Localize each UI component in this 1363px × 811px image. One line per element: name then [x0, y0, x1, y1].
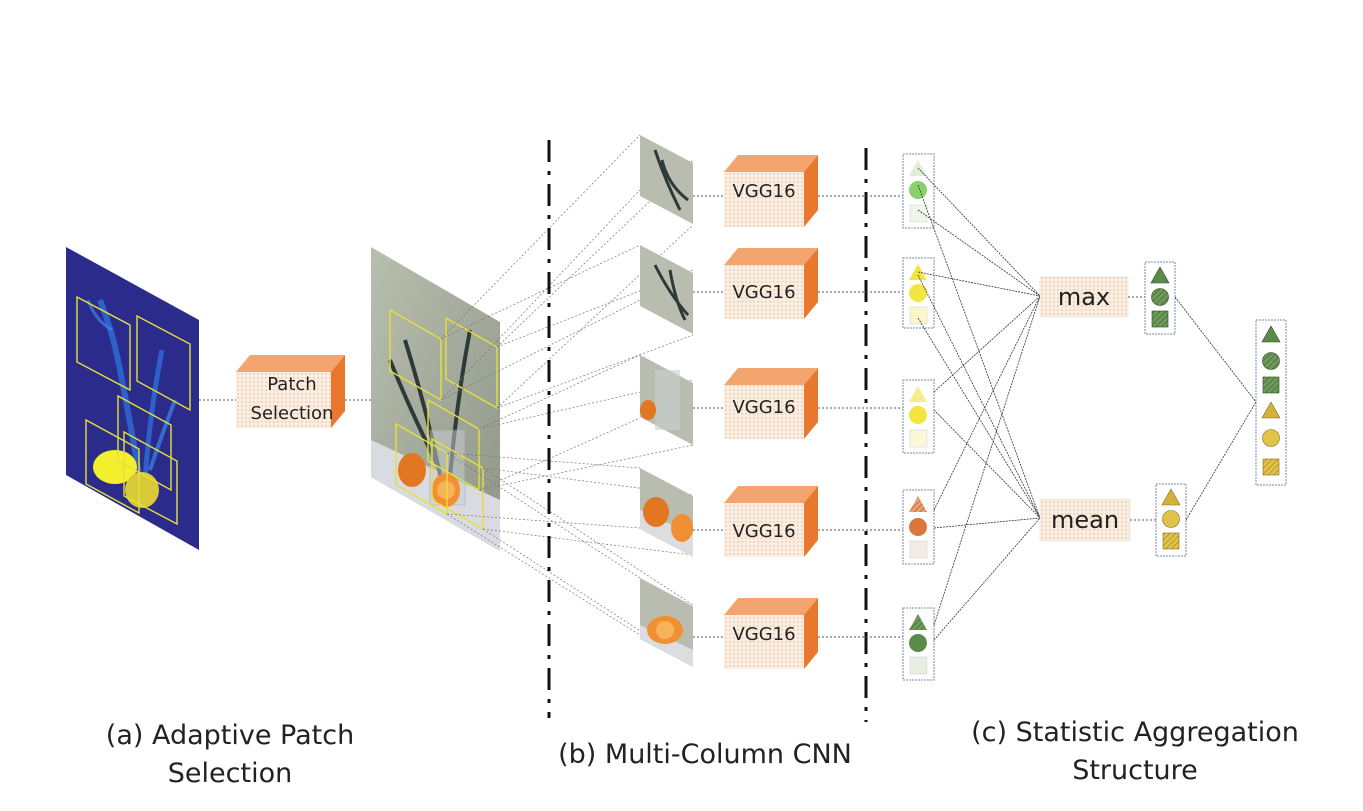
max-output-vector — [1144, 261, 1176, 335]
caption-b-line1: (b) Multi-Column CNN — [558, 739, 852, 770]
mean-box: mean — [1039, 498, 1131, 542]
vgg16-box — [724, 385, 804, 439]
caption-c-line2: Structure — [1072, 755, 1198, 786]
vgg16-label: VGG16 — [732, 624, 795, 645]
column-1: VGG16 — [640, 135, 818, 227]
column-connectors — [693, 195, 903, 638]
caption-c: (c) Statistic Aggregation Structure — [955, 714, 1315, 790]
feature-vector — [902, 257, 935, 329]
vgg16-label: VGG16 — [732, 181, 795, 202]
caption-a-line1: (a) Adaptive Patch — [105, 720, 355, 751]
caption-c-line1: (c) Statistic Aggregation — [971, 717, 1299, 748]
vgg16-label: VGG16 — [732, 397, 795, 418]
column-4: VGG16 — [640, 468, 818, 557]
feature-vector — [902, 489, 935, 565]
column-2: VGG16 — [640, 245, 818, 334]
column-5: VGG16 — [640, 578, 818, 669]
aggregation-lines — [917, 167, 1041, 641]
patch-selection-box: Patch Selection — [236, 355, 345, 428]
vgg16-box — [724, 265, 804, 319]
caption-a: (a) Adaptive Patch Selection — [80, 717, 380, 793]
feature-vectors — [902, 153, 935, 681]
saliency-map — [66, 247, 199, 550]
final-feature-vector — [1255, 319, 1287, 486]
vgg16-label: VGG16 — [732, 282, 795, 303]
vgg16-box — [724, 172, 804, 227]
vgg16-label: VGG16 — [732, 521, 795, 542]
feature-vector — [902, 379, 935, 454]
vgg16-box — [724, 503, 804, 557]
patch-selection-label-line1: Patch — [267, 374, 316, 395]
mean-output-vector — [1155, 483, 1187, 557]
max-box: max — [1039, 276, 1129, 318]
mean-label: mean — [1051, 506, 1119, 534]
caption-a-line2: Selection — [167, 758, 293, 789]
patch-selection-label-line2: Selection — [251, 403, 334, 424]
feature-vector — [902, 607, 935, 681]
cnn-columns: VGG16 VGG16 VGG16 — [640, 135, 818, 669]
final-lines — [1174, 296, 1257, 521]
column-3: VGG16 — [640, 355, 818, 445]
source-photo — [371, 247, 500, 551]
max-label: max — [1058, 283, 1110, 311]
caption-b: (b) Multi-Column CNN — [540, 736, 870, 774]
feature-vector — [902, 153, 935, 229]
vgg16-box — [724, 615, 804, 669]
patch-image — [640, 245, 693, 334]
